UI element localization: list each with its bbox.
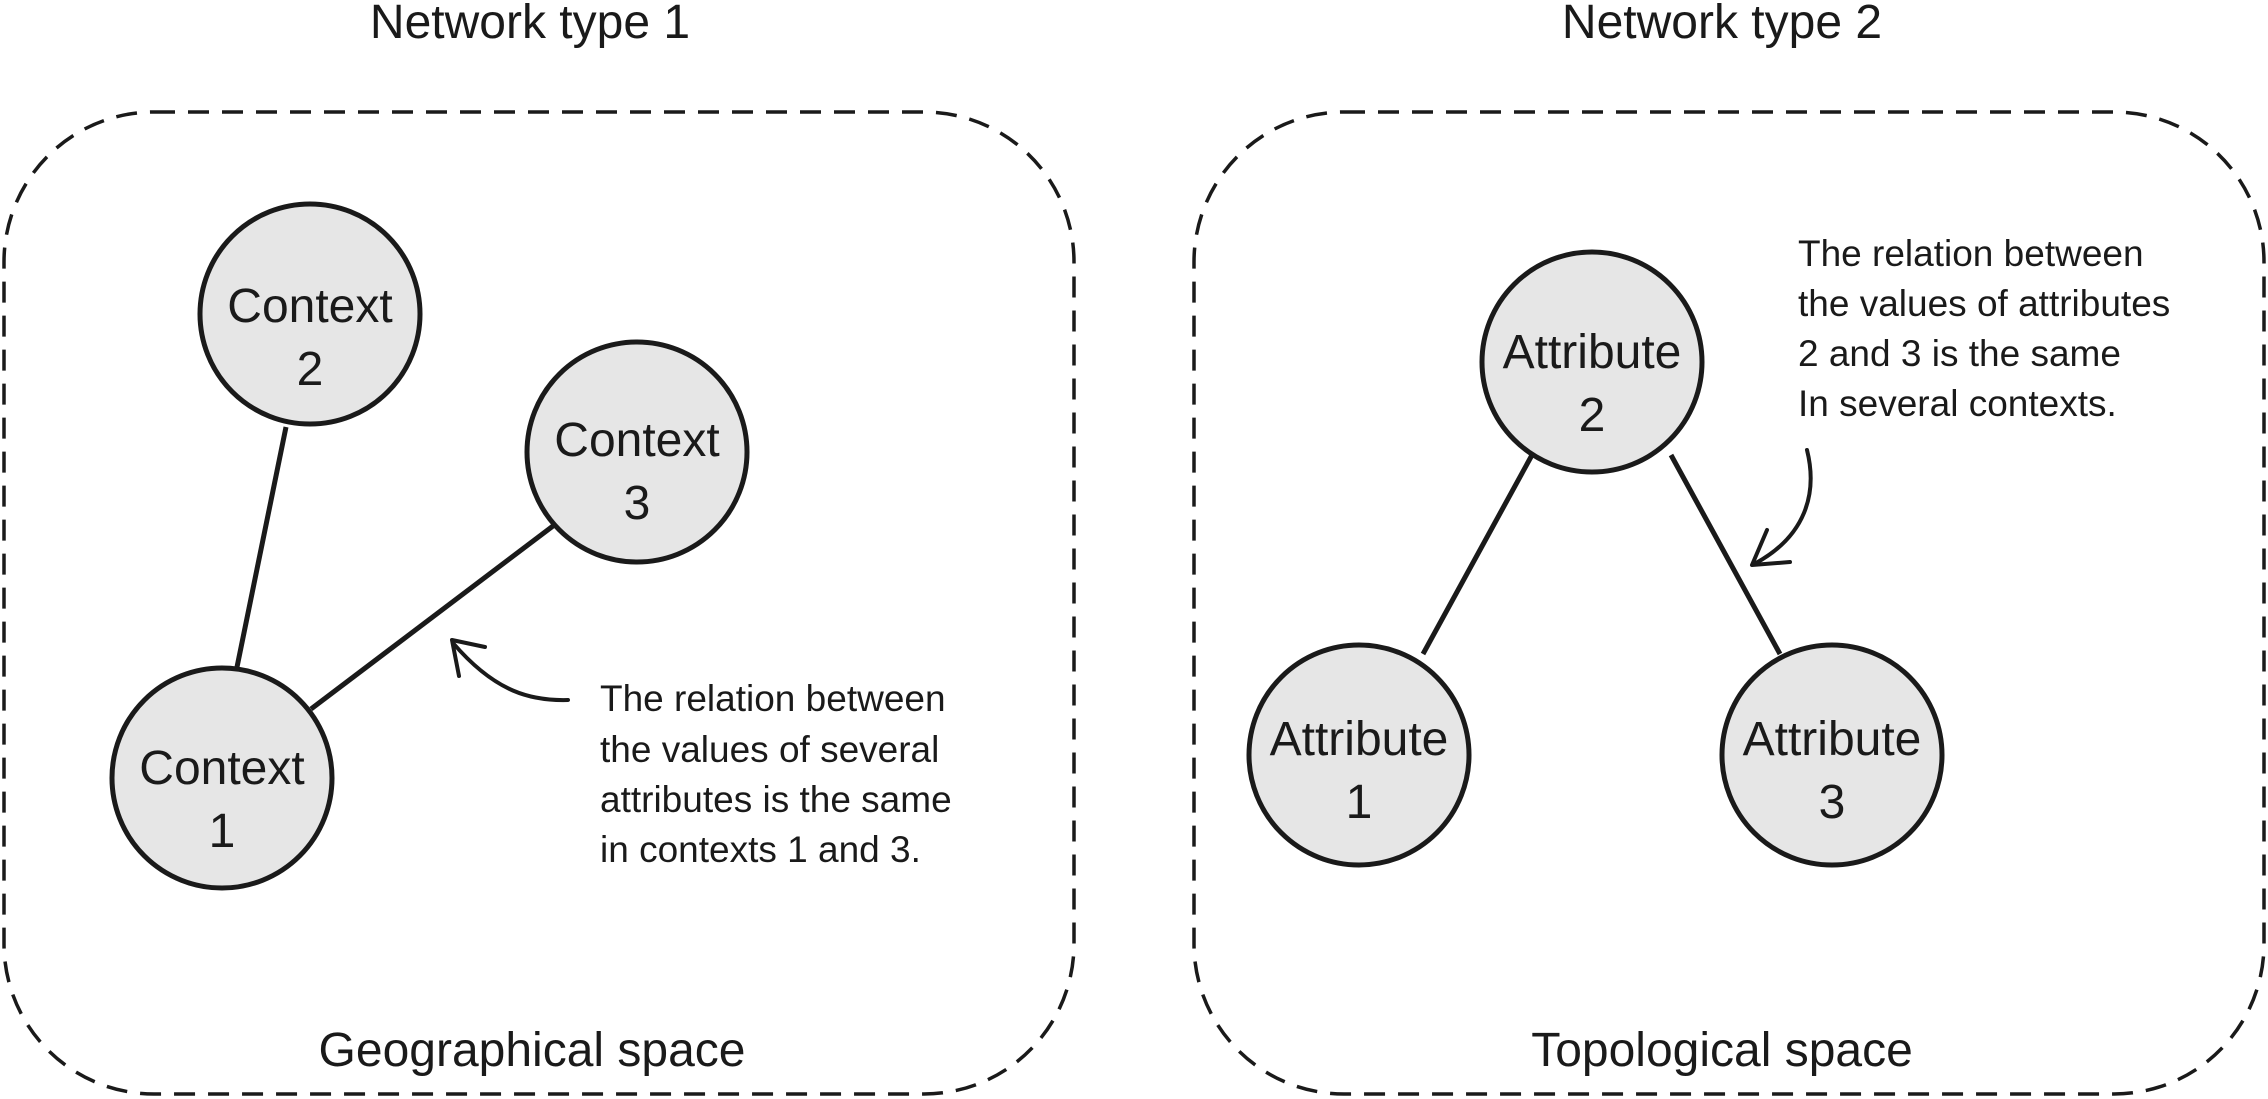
topological-space-label: Topological space [1531,1024,1913,1077]
attribute-2-label-line2: 2 [1579,389,1606,442]
attribute-1-label-line2: 1 [1346,776,1373,829]
attribute-2-node: Attribute 2 [1479,249,1705,475]
attribute-annotation-arrow [1750,448,1813,567]
network-type-1-panel: Network type 1 Context 2 Context 3 Conte… [2,0,1076,1096]
attribute-annotation-line-3: 2 and 3 is the same [1798,333,2121,374]
network-type-2-title: Network type 2 [1562,0,1882,49]
topological-space-boundary [1192,110,2266,1096]
context-annotation-line-4: in contexts 1 and 3. [600,829,921,870]
context-1-label-line2: 1 [209,805,236,858]
attribute-3-label-line2: 3 [1819,776,1846,829]
context-2-label-line2: 2 [297,343,324,396]
context-3-label-line1: Context [554,414,719,467]
edge-attribute-2-to-attribute-1 [1420,453,1535,656]
context-1-label-line1: Context [139,742,304,795]
context-3-label-line2: 3 [624,477,651,530]
attribute-2-label-line1: Attribute [1503,326,1682,379]
attribute-1-node: Attribute 1 [1246,642,1472,868]
edge-context-3-to-context-1 [309,524,555,711]
attribute-annotation-line-2: the values of attributes [1798,283,2170,324]
attribute-annotation-text: The relation between the values of attri… [1798,233,2170,424]
context-annotation-text: The relation between the values of sever… [600,678,952,870]
context-annotation-line-2: the values of several [600,729,939,770]
context-2-node: Context 2 [197,201,423,427]
attribute-3-label-line1: Attribute [1743,713,1922,766]
network-type-1-title: Network type 1 [370,0,690,49]
attribute-1-label-line1: Attribute [1270,713,1449,766]
edge-attribute-2-to-attribute-3 [1668,453,1783,656]
context-3-node: Context 3 [524,339,750,565]
network-type-2-panel: Network type 2 Attribute 2 Attribute 1 A… [1192,0,2266,1096]
context-annotation-line-3: attributes is the same [600,779,952,820]
geographical-space-boundary [2,110,1076,1096]
attribute-annotation-line-4: In several contexts. [1798,383,2117,424]
context-1-node: Context 1 [109,665,335,891]
geographical-space-label: Geographical space [319,1024,746,1077]
context-annotation-line-1: The relation between [600,678,946,719]
edge-context-2-to-context-1 [233,426,289,673]
attribute-3-node: Attribute 3 [1719,642,1945,868]
attribute-annotation-line-1: The relation between [1798,233,2144,274]
context-2-label-line1: Context [227,280,392,333]
context-annotation-arrow [450,638,570,703]
